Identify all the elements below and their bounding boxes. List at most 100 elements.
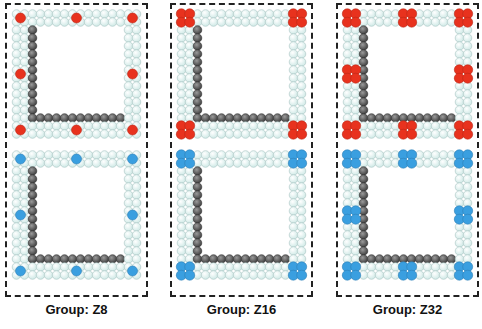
lattice-ball: [177, 239, 186, 248]
lattice-ball: [84, 263, 93, 272]
lattice-ball: [343, 175, 352, 184]
highlight-atom: [407, 270, 417, 280]
lattice-ball: [249, 263, 258, 272]
lattice-ball: [76, 114, 85, 123]
lattice-ball: [185, 215, 194, 224]
lattice-ball: [241, 151, 250, 160]
lattice-ball: [12, 239, 21, 248]
group-panel: Group: Z16: [170, 3, 313, 297]
lattice-ball: [177, 50, 186, 59]
lattice-ball: [257, 114, 266, 123]
lattice-ball: [12, 247, 21, 256]
lattice-ball: [12, 58, 21, 67]
lattice-ball: [455, 231, 464, 240]
lattice-ball: [217, 159, 226, 168]
lattice-ball: [359, 223, 368, 232]
lattice-ball: [84, 271, 93, 280]
lattice-ball: [92, 130, 101, 139]
lattice-ball: [233, 114, 242, 123]
lattice-ball: [383, 18, 392, 27]
lattice-ball: [375, 151, 384, 160]
highlight-atom: [128, 69, 138, 79]
lattice-ball: [12, 255, 21, 264]
highlight-atom: [297, 270, 307, 280]
lattice-ball: [12, 50, 21, 59]
highlight-atom: [463, 17, 473, 27]
lattice-ball: [124, 98, 133, 107]
lattice-ball: [455, 175, 464, 184]
lattice-ball: [84, 130, 93, 139]
lattice-ball: [225, 130, 234, 139]
lattice-ball: [225, 255, 234, 264]
highlight-atom: [128, 210, 138, 220]
lattice-ball: [463, 106, 472, 115]
lattice-ball: [28, 183, 37, 192]
lattice-ball: [351, 106, 360, 115]
lattice-ball: [351, 98, 360, 107]
lattice-ball: [193, 114, 202, 123]
lattice-ball: [12, 175, 21, 184]
lattice-ball: [351, 130, 360, 139]
highlight-atom: [351, 158, 361, 168]
lattice-ball: [12, 26, 21, 35]
lattice-ball: [343, 90, 352, 99]
lattice-ball: [225, 159, 234, 168]
lattice-ball: [359, 247, 368, 256]
highlight-atom: [297, 17, 307, 27]
lattice-ball: [359, 167, 368, 176]
lattice-ball: [407, 130, 416, 139]
lattice-ball: [289, 231, 298, 240]
lattice-ball: [84, 122, 93, 131]
highlight-atom: [297, 129, 307, 139]
lattice-ball: [367, 159, 376, 168]
lattice-ball: [108, 18, 117, 27]
highlight-atom: [463, 129, 473, 139]
lattice-ball: [297, 42, 306, 51]
lattice-ball: [225, 114, 234, 123]
lattice-ball: [36, 271, 45, 280]
lattice-ball: [225, 263, 234, 272]
lattice-ball: [383, 122, 392, 131]
lattice-ball: [273, 18, 282, 27]
lattice-ball: [193, 50, 202, 59]
lattice-ball: [177, 183, 186, 192]
lattice-ball: [28, 175, 37, 184]
lattice-ball: [20, 114, 29, 123]
lattice-ball: [124, 82, 133, 91]
lattice-ball: [60, 159, 69, 168]
lattice-ball: [375, 271, 384, 280]
lattice-ball: [463, 18, 472, 27]
lattice-ball: [201, 122, 210, 131]
lattice-ball: [52, 114, 61, 123]
lattice-ball: [52, 255, 61, 264]
lattice-ball: [241, 114, 250, 123]
lattice-ball: [265, 122, 274, 131]
lattice-ball: [273, 122, 282, 131]
lattice-ball: [124, 231, 133, 240]
lattice-ball: [367, 263, 376, 272]
lattice-ball: [201, 130, 210, 139]
highlight-atom: [463, 214, 473, 224]
lattice-ball: [249, 18, 258, 27]
lattice-ball: [132, 90, 141, 99]
lattice-ball: [12, 167, 21, 176]
lattice-ball: [132, 199, 141, 208]
lattice-ball: [375, 122, 384, 131]
lattice-ball: [351, 271, 360, 280]
lattice-ball: [297, 239, 306, 248]
lattice-ball: [463, 34, 472, 43]
lattice-ball: [185, 98, 194, 107]
lattice-ball: [351, 175, 360, 184]
lattice-ball: [185, 106, 194, 115]
lattice-ball: [116, 122, 125, 131]
lattice-ball: [431, 255, 440, 264]
lattice-ball: [265, 255, 274, 264]
lattice-ball: [241, 255, 250, 264]
lattice-ball: [281, 114, 290, 123]
lattice-ball: [12, 90, 21, 99]
lattice-ball: [359, 231, 368, 240]
lattice-ball: [289, 106, 298, 115]
lattice-ball: [185, 191, 194, 200]
lattice-ball: [20, 58, 29, 67]
lattice-ball: [185, 159, 194, 168]
